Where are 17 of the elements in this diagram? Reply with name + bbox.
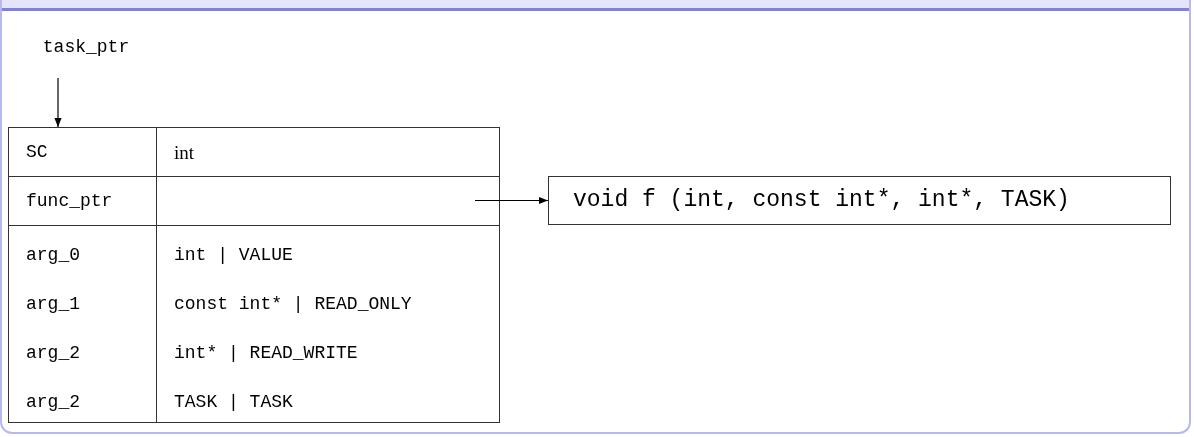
table-cell-text: const int* | READ_ONLY [174,293,412,316]
arrow [474,196,549,205]
function-signature-box: void f (int, const int*, int*, TASK) [548,176,1171,225]
table-cell-text: arg_2 [26,342,80,365]
pointer-cell [156,176,500,226]
struct-table [8,127,500,423]
table-cell-text: SC [26,141,48,164]
table-cell-text: arg_0 [26,244,80,267]
pointer-label: task_ptr [26,30,146,64]
table-cell-text: arg_2 [26,391,80,414]
table-cell-text: int* | READ_WRITE [174,342,358,365]
table-cell-text: TASK | TASK [174,391,293,414]
table-cell-text: int | VALUE [174,244,293,267]
table-cell-text: int [174,141,195,165]
arrow [54,77,62,128]
table-cell-text: arg_1 [26,293,80,316]
table-cell-text: func_ptr [26,190,113,213]
